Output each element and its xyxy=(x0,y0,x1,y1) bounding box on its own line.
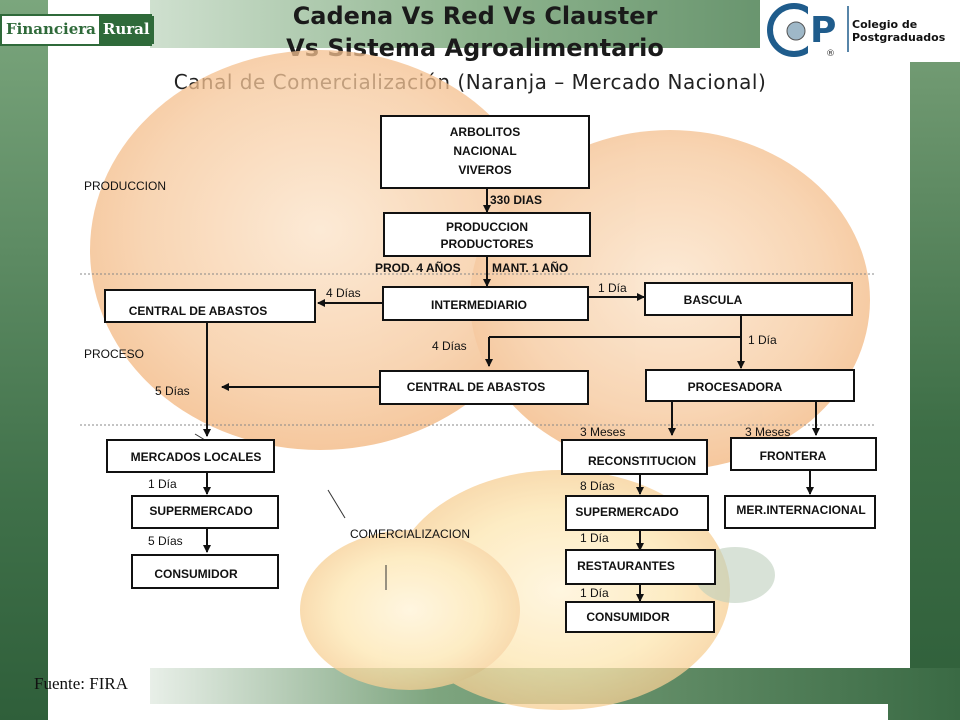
box-consumidor-right xyxy=(565,601,715,633)
svg-text:®: ® xyxy=(826,49,835,59)
node-produccion-line1: PRODUCCION xyxy=(446,220,528,234)
flow-arrows xyxy=(203,188,820,602)
edge-label-5-dias-consumidor: 5 Días xyxy=(148,534,183,548)
node-bascula: BASCULA xyxy=(684,293,743,307)
section-label-produccion: PRODUCCION xyxy=(84,179,166,193)
node-produccion-line2: PRODUCTORES xyxy=(440,237,533,251)
edge-labels: 330 DIAS PROD. 4 AÑOS MANT. 1 AÑO 4 Días… xyxy=(148,193,790,600)
box-produccion xyxy=(383,212,591,257)
box-restaurantes xyxy=(565,549,716,585)
edge-label-4-dias-mid: 4 Días xyxy=(432,339,467,353)
node-supermercado-left: SUPERMERCADO xyxy=(149,504,252,518)
edge-label-mant-1-ano: MANT. 1 AÑO xyxy=(492,260,568,275)
edge-label-1-dia-bascula: 1 Día xyxy=(598,281,627,295)
node-mer-internacional: MER.INTERNACIONAL xyxy=(736,503,865,517)
right-decor-band xyxy=(910,0,960,720)
svg-text:P: P xyxy=(810,10,836,51)
box-consumidor-left xyxy=(131,554,279,589)
node-intermediario: INTERMEDIARIO xyxy=(431,298,527,312)
left-decor-band xyxy=(0,0,48,720)
edge-label-4-dias-left: 4 Días xyxy=(326,286,361,300)
colegio-postgraduados-logo: P ® xyxy=(760,0,960,62)
financiera-rural-logo: Financiera Rural xyxy=(0,14,154,46)
slide-title-line1: Cadena Vs Red Vs Clauster xyxy=(292,2,658,30)
edge-label-1-dia-procesadora: 1 Día xyxy=(748,333,777,347)
box-intermediario xyxy=(382,286,589,321)
edge-label-5-dias: 5 Días xyxy=(155,384,190,398)
node-labels: ARBOLITOS NACIONAL VIVEROS PRODUCCION PR… xyxy=(129,125,866,624)
box-reconstitucion xyxy=(561,439,708,475)
section-labels: PRODUCCION PROCESO COMERCIALIZACION xyxy=(84,179,470,541)
edge-label-1-dia-supermercado: 1 Día xyxy=(148,477,177,491)
node-consumidor-right: CONSUMIDOR xyxy=(586,610,670,624)
box-arbolitos xyxy=(380,115,590,189)
cp-emblem-icon: P ® xyxy=(767,0,849,62)
edge-label-330-dias: 330 DIAS xyxy=(490,193,542,207)
edge-label-3-meses-a: 3 Meses xyxy=(580,425,625,439)
box-bascula xyxy=(644,282,853,316)
node-central-abastos-mid: CENTRAL DE ABASTOS xyxy=(407,380,545,394)
node-restaurantes: RESTAURANTES xyxy=(577,559,675,573)
node-supermercado-right: SUPERMERCADO xyxy=(575,505,678,519)
logo-text-financiera: Financiera xyxy=(2,16,99,44)
box-central-abastos-mid xyxy=(379,370,589,405)
edge-label-1-dia-restaurantes: 1 Día xyxy=(580,531,609,545)
box-supermercado-right xyxy=(565,495,709,531)
node-arbolitos-line2: NACIONAL xyxy=(453,144,516,158)
box-procesadora xyxy=(645,369,855,402)
source-note: Fuente: FIRA xyxy=(34,674,128,693)
node-arbolitos-line3: VIVEROS xyxy=(458,163,511,177)
diagram-boxes xyxy=(104,115,877,633)
box-frontera xyxy=(730,437,877,471)
logo-text-colegio: Colegio de xyxy=(852,18,918,31)
node-central-abastos-left: CENTRAL DE ABASTOS xyxy=(129,304,267,318)
box-mer-internacional xyxy=(724,495,876,529)
box-mercados-locales xyxy=(106,439,275,473)
box-supermercado-left xyxy=(131,495,279,529)
edge-label-3-meses-b: 3 Meses xyxy=(745,425,790,439)
box-central-abastos-left xyxy=(104,289,316,323)
logo-text-postgraduados: Postgraduados xyxy=(852,31,946,44)
edge-label-1-dia-consumidor: 1 Día xyxy=(580,586,609,600)
edge-label-8-dias: 8 Días xyxy=(580,479,615,493)
bottom-white-strip xyxy=(100,704,888,720)
node-procesadora: PROCESADORA xyxy=(688,380,783,394)
node-arbolitos-line1: ARBOLITOS xyxy=(450,125,520,139)
node-mercados-locales: MERCADOS LOCALES xyxy=(131,450,262,464)
edge-label-prod-4-anos: PROD. 4 AÑOS xyxy=(375,260,461,275)
node-consumidor-left: CONSUMIDOR xyxy=(154,567,238,581)
section-label-comercializacion: COMERCIALIZACION xyxy=(350,527,470,541)
logo-text-rural: Rural xyxy=(98,16,154,44)
node-reconstitucion: RECONSTITUCION xyxy=(588,454,696,468)
section-label-proceso: PROCESO xyxy=(84,347,144,361)
node-frontera: FRONTERA xyxy=(760,449,827,463)
